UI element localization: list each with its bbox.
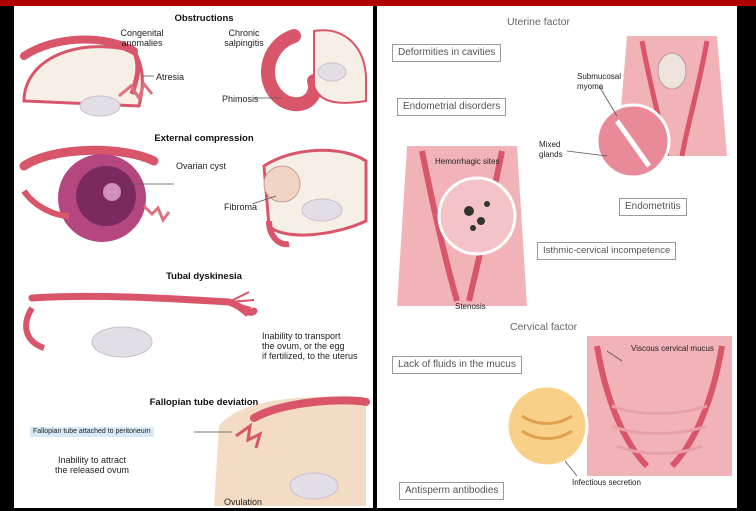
antisperm-antibodies-box: Antisperm antibodies xyxy=(399,482,504,500)
chronic-salpingitis-label: Chronic salpingitis xyxy=(214,28,274,48)
endometrial-disorders-box: Endometrial disorders xyxy=(397,98,506,116)
viscous-mucus-label: Viscous cervical mucus xyxy=(631,344,714,354)
atresia-label: Atresia xyxy=(156,72,184,82)
left-panel-tubal-factors: Obstructions Congenital anomalies Chroni… xyxy=(14,6,373,508)
deformities-box: Deformities in cavities xyxy=(392,44,501,62)
fallopian-tube-deviation-heading: Fallopian tube deviation xyxy=(134,398,274,408)
endometritis-box: Endometritis xyxy=(619,198,687,216)
isthmic-cervical-box: Isthmic-cervical incompetence xyxy=(537,242,676,260)
ovarian-cyst-label: Ovarian cyst xyxy=(176,161,226,171)
mixed-glands-label: Mixed glands xyxy=(539,140,563,160)
fibroma-illustration xyxy=(264,150,366,244)
ovulation-label: Ovulation xyxy=(224,497,262,507)
lack-of-fluids-box: Lack of fluids in the mucus xyxy=(392,356,522,374)
deviation-illustration xyxy=(194,397,366,506)
ovarian-cyst-illustration xyxy=(24,150,169,242)
congenital-anomalies-label: Congenital anomalies xyxy=(107,28,177,48)
uterine-factor-heading: Uterine factor xyxy=(507,16,570,28)
inability-to-transport-label: Inability to transport the ovum, or the … xyxy=(262,331,358,361)
dyskinesia-tube-illustration xyxy=(26,292,255,357)
tubal-dyskinesia-heading: Tubal dyskinesia xyxy=(154,272,254,282)
hemorrhagic-illustration xyxy=(397,146,527,306)
infectious-secretion-label: Infectious secretion xyxy=(572,478,641,488)
phimosis-label: Phimosis xyxy=(222,94,259,104)
cervical-mucus-illustration xyxy=(507,336,732,476)
fibroma-label: Fibroma xyxy=(224,202,257,212)
obstruction-uterus-illustration xyxy=(24,40,152,116)
salpingitis-tube-illustration xyxy=(268,30,366,104)
submucosal-myoma-label: Submucosal myoma xyxy=(577,72,621,92)
tube-attached-peritoneum-label: Fallopian tube attached to peritoneum xyxy=(30,427,154,437)
cervical-factor-heading: Cervical factor xyxy=(510,321,577,333)
obstructions-heading: Obstructions xyxy=(164,14,244,24)
stenosis-label: Stenosis xyxy=(455,302,486,312)
hemorrhagic-sites-label: Hemorrhagic sites xyxy=(435,157,499,167)
inability-to-attract-label: Inability to attract the released ovum xyxy=(42,455,142,475)
uterine-myoma-illustration xyxy=(597,36,727,177)
right-panel-uterine-cervical-factors: Uterine factor Deformities in cavities S… xyxy=(377,6,737,508)
external-compression-heading: External compression xyxy=(139,134,269,144)
